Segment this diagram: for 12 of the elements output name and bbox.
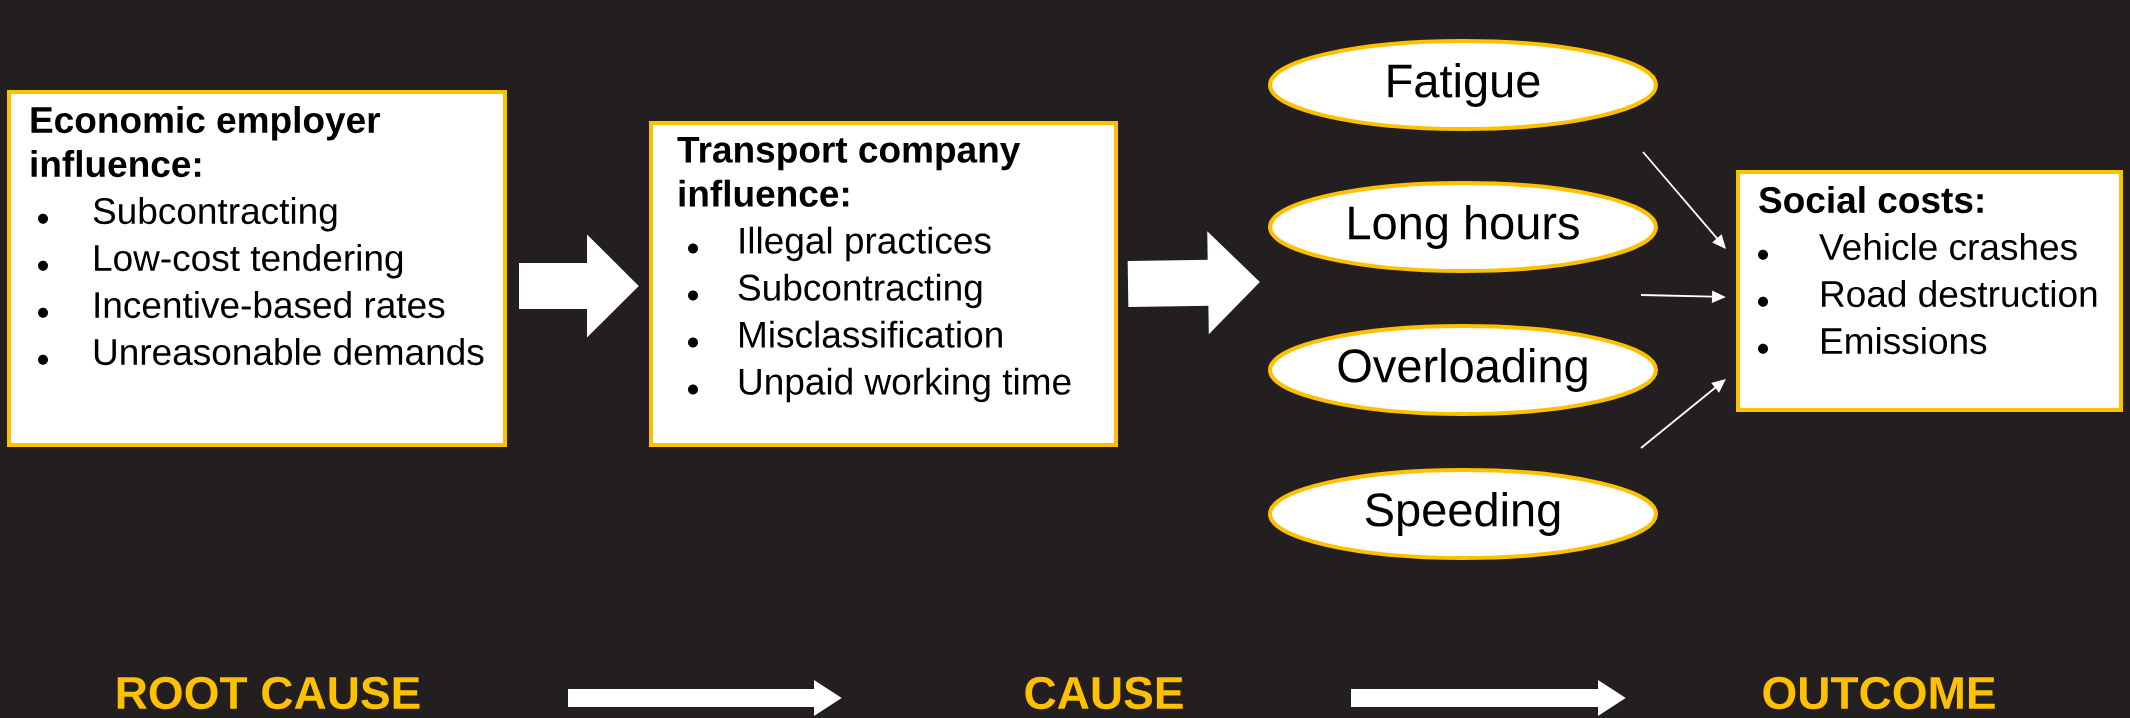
arrow (1642, 151, 1726, 249)
stage-label: OUTCOME (1763, 676, 1995, 710)
text-box: Transport company influence: Illegal practices Subcontracting Misclassification Unpaid working time (649, 121, 1118, 447)
oval: Speeding (1268, 468, 1658, 560)
stage-label: ROOT CAUSE (117, 676, 420, 710)
stage-label: CAUSE (1025, 676, 1183, 710)
text-box: Social costs: Vehicle crashes Road destruction Emissions (1736, 170, 2123, 412)
oval: Long hours (1268, 181, 1658, 273)
text-box: Economic employer influence: Subcontracting Low-cost tendering Incentive-based rates Unreasonable demands (7, 90, 507, 447)
oval: Overloading (1268, 324, 1658, 416)
arrow (1640, 379, 1726, 449)
oval: Fatigue (1268, 39, 1658, 131)
